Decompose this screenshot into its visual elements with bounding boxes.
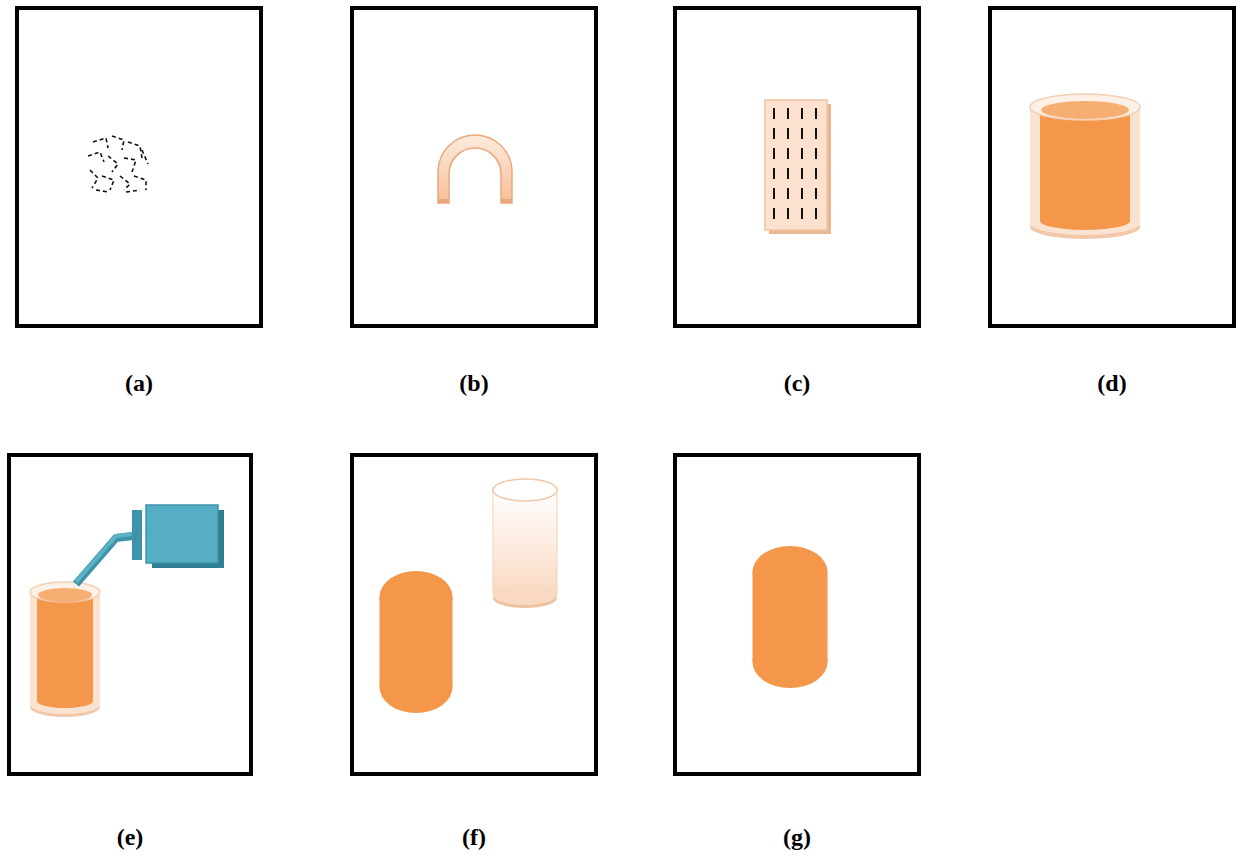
figure-panel: (a) <box>15 6 263 328</box>
figure-panel: (f) <box>350 453 598 776</box>
arch-shape <box>438 135 512 203</box>
scaffold-sheet <box>765 100 827 230</box>
panel-label: (e) <box>11 824 249 851</box>
orange-capsule <box>753 546 828 688</box>
figure-panel: (b) <box>350 6 598 328</box>
filled-cylinder <box>30 582 100 717</box>
fibre-cluster <box>88 136 148 192</box>
arch-foot <box>438 199 449 203</box>
figure-panel: (e) <box>7 453 253 776</box>
dispenser-device <box>76 505 224 584</box>
empty-cylinder <box>493 479 557 608</box>
panel-label: (d) <box>992 370 1232 397</box>
panel-label: (b) <box>354 370 594 397</box>
panel-label: (a) <box>19 370 259 397</box>
arch-foot <box>501 199 512 203</box>
figure-panel: (c) <box>673 6 921 328</box>
panel-label: (c) <box>677 370 917 397</box>
scaffold-pores <box>774 108 816 219</box>
panel-label: (g) <box>677 824 917 851</box>
filled-cylinder <box>1030 94 1140 239</box>
panel-label: (f) <box>354 824 594 851</box>
orange-capsule <box>380 571 453 713</box>
figure-panel: (d) <box>988 6 1236 328</box>
figure-panel: (g) <box>673 453 921 776</box>
